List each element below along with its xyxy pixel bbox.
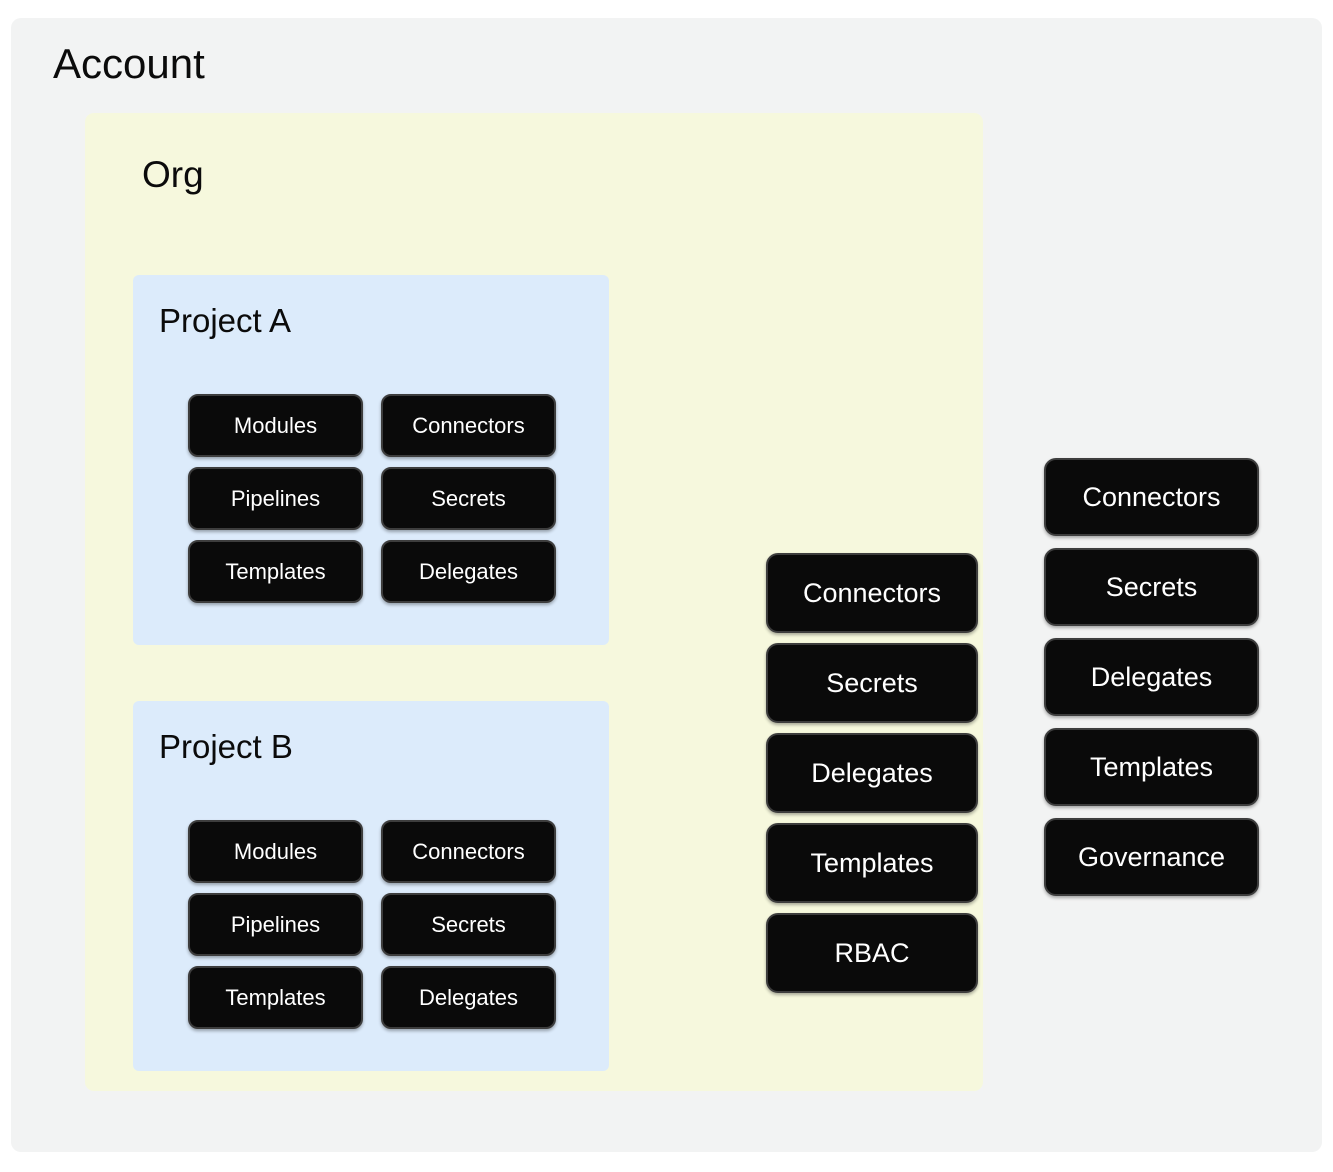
org-node-rbac[interactable]: RBAC: [766, 913, 978, 993]
account-title: Account: [53, 40, 205, 87]
project-node-templates[interactable]: Templates: [188, 540, 363, 603]
account-node-secrets[interactable]: Secrets: [1044, 548, 1259, 626]
account-node-delegates[interactable]: Delegates: [1044, 638, 1259, 716]
org-node-delegates[interactable]: Delegates: [766, 733, 978, 813]
project-node-pipelines[interactable]: Pipelines: [188, 893, 363, 956]
project-b-node-grid: Modules Connectors Pipelines Secrets Tem…: [188, 820, 556, 1029]
project-b-title: Project B: [159, 728, 293, 765]
org-title: Org: [142, 154, 204, 195]
project-node-modules[interactable]: Modules: [188, 394, 363, 457]
project-node-pipelines[interactable]: Pipelines: [188, 467, 363, 530]
project-node-secrets[interactable]: Secrets: [381, 893, 556, 956]
project-a-node-grid: Modules Connectors Pipelines Secrets Tem…: [188, 394, 556, 603]
project-node-templates[interactable]: Templates: [188, 966, 363, 1029]
account-node-governance[interactable]: Governance: [1044, 818, 1259, 896]
account-node-connectors[interactable]: Connectors: [1044, 458, 1259, 536]
project-b-container: Project B Modules Connectors Pipelines S…: [133, 701, 609, 1071]
org-node-templates[interactable]: Templates: [766, 823, 978, 903]
account-scope-node-column: Connectors Secrets Delegates Templates G…: [1044, 458, 1259, 896]
project-node-secrets[interactable]: Secrets: [381, 467, 556, 530]
project-node-connectors[interactable]: Connectors: [381, 820, 556, 883]
project-node-delegates[interactable]: Delegates: [381, 540, 556, 603]
org-container: Org Project A Modules Connectors Pipelin…: [85, 113, 983, 1091]
project-node-delegates[interactable]: Delegates: [381, 966, 556, 1029]
project-a-container: Project A Modules Connectors Pipelines S…: [133, 275, 609, 645]
project-node-modules[interactable]: Modules: [188, 820, 363, 883]
account-container: Account Org Project A Modules Connectors…: [11, 18, 1322, 1152]
account-node-templates[interactable]: Templates: [1044, 728, 1259, 806]
org-node-connectors[interactable]: Connectors: [766, 553, 978, 633]
project-a-title: Project A: [159, 302, 292, 339]
org-scope-node-column: Connectors Secrets Delegates Templates R…: [766, 553, 978, 993]
project-node-connectors[interactable]: Connectors: [381, 394, 556, 457]
org-node-secrets[interactable]: Secrets: [766, 643, 978, 723]
